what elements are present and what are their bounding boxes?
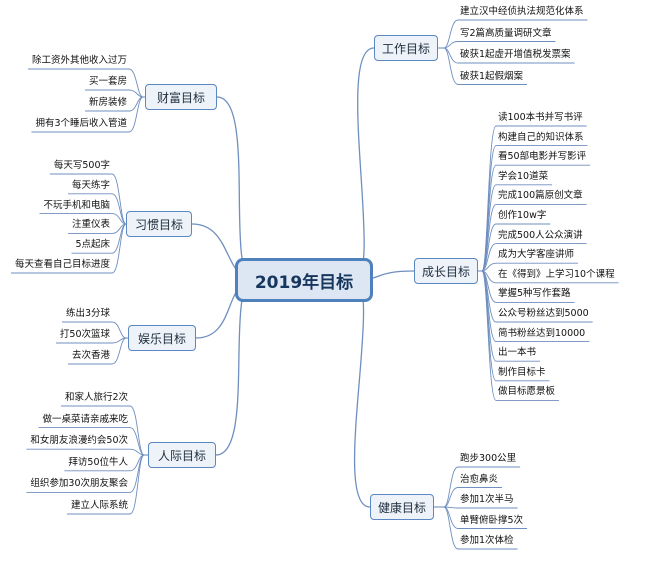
leaf-growth-5[interactable]: 创作10w字 <box>498 210 547 221</box>
leaf-growth-6[interactable]: 完成500人公众演讲 <box>498 229 583 241</box>
leaf-fun-2[interactable]: 去次香港 <box>71 350 110 361</box>
leaf-social-2[interactable]: 和女朋友浪漫约会50次 <box>30 435 128 447</box>
connector-leaf-health-4 <box>443 506 459 550</box>
leaf-growth-14[interactable]: 做目标愿景板 <box>498 386 556 398</box>
leaf-growth-8[interactable]: 在《得到》上学习10个课程 <box>498 268 615 280</box>
leaf-habit-2[interactable]: 不玩手机和电脑 <box>43 199 110 211</box>
connector-central-work <box>353 47 375 281</box>
connector-leaf-habit-1 <box>111 193 127 225</box>
branch-growth-goals[interactable]: 成长目标 <box>414 258 478 284</box>
leaf-social-0[interactable]: 和家人旅行2次 <box>64 392 128 403</box>
branch-habit-goals[interactable]: 习惯目标 <box>126 211 192 237</box>
connector-leaf-health-1 <box>443 487 459 508</box>
connector-leaf-work-0 <box>443 19 459 49</box>
connector-central-wealth <box>216 96 255 281</box>
connector-leaf-wealth-3 <box>128 96 144 133</box>
connector-leaf-wealth-1 <box>128 89 144 98</box>
leaf-work-1[interactable]: 写2篇高质量调研文章 <box>460 27 552 39</box>
leaf-health-3[interactable]: 单臂俯卧撑5次 <box>460 514 524 526</box>
leaf-wealth-2[interactable]: 新房装修 <box>88 97 127 108</box>
leaf-growth-4[interactable]: 完成100篇原创文章 <box>498 190 583 202</box>
leaf-wealth-3[interactable]: 拥有3个睡后收入管道 <box>35 118 127 129</box>
leaf-growth-13[interactable]: 制作目标卡 <box>498 366 546 378</box>
connector-leaf-social-1 <box>129 427 145 456</box>
leaf-social-5[interactable]: 建立人际系统 <box>70 500 128 511</box>
connector-leaf-work-3 <box>443 47 459 85</box>
connector-leaf-fun-0 <box>111 321 127 339</box>
connector-leaf-social-0 <box>129 405 145 456</box>
connector-leaf-growth-5 <box>481 223 497 272</box>
leaf-work-0[interactable]: 建立汉中经侦执法规范化体系 <box>460 6 584 17</box>
leaf-growth-0[interactable]: 读100本书并写书评 <box>498 112 583 123</box>
connector-leaf-social-5 <box>129 454 145 515</box>
branch-wealth-goals[interactable]: 财富目标 <box>145 84 217 110</box>
leaf-wealth-0[interactable]: 除工资外其他收入过万 <box>31 55 127 66</box>
connector-leaf-habit-2 <box>111 213 127 225</box>
leaf-habit-5[interactable]: 每天查看自己目标进度 <box>14 259 110 270</box>
leaf-growth-11[interactable]: 简书粉丝达到10000 <box>498 327 586 339</box>
leaf-growth-7[interactable]: 成为大学客座讲师 <box>498 249 575 261</box>
leaf-habit-3[interactable]: 注重仪表 <box>71 219 110 231</box>
leaf-health-2[interactable]: 参加1次半马 <box>460 494 514 505</box>
branch-work-goals[interactable]: 工作目标 <box>374 35 438 61</box>
connector-leaf-social-2 <box>129 448 145 456</box>
branch-fun-goals[interactable]: 娱乐目标 <box>128 325 196 351</box>
leaf-health-1[interactable]: 治愈鼻炎 <box>460 473 499 485</box>
connector-central-health <box>353 279 371 508</box>
connector-central-social <box>215 279 255 456</box>
connector-leaf-health-0 <box>443 466 459 508</box>
leaf-growth-3[interactable]: 学会10道菜 <box>498 170 549 182</box>
leaf-habit-4[interactable]: 5点起床 <box>75 239 110 251</box>
leaf-social-3[interactable]: 拜访50位牛人 <box>68 456 128 468</box>
leaf-work-2[interactable]: 破获1起虚开增值税发票案 <box>460 49 571 60</box>
leaf-social-1[interactable]: 做一桌菜请亲戚来吃 <box>42 413 128 425</box>
leaf-social-4[interactable]: 组织参加30次朋友聚会 <box>30 478 128 490</box>
leaf-growth-1[interactable]: 构建自己的知识体系 <box>498 131 584 143</box>
connector-leaf-growth-14 <box>481 270 497 401</box>
leaf-growth-12[interactable]: 出一本书 <box>498 347 537 359</box>
leaf-habit-1[interactable]: 每天练字 <box>71 179 110 191</box>
branch-social-goals[interactable]: 人际目标 <box>148 442 216 468</box>
leaf-health-0[interactable]: 跑步300公里 <box>460 453 517 464</box>
leaf-habit-0[interactable]: 每天写500字 <box>53 160 110 171</box>
leaf-work-3[interactable]: 破获1起假烟案 <box>460 70 524 82</box>
branch-health-goals[interactable]: 健康目标 <box>370 494 434 520</box>
connector-leaf-work-1 <box>443 41 459 49</box>
connector-leaf-habit-4 <box>111 223 127 254</box>
leaf-health-4[interactable]: 参加1次体检 <box>460 535 514 546</box>
leaf-fun-0[interactable]: 练出3分球 <box>65 308 110 319</box>
leaf-fun-1[interactable]: 打50次篮球 <box>59 329 110 340</box>
leaf-growth-2[interactable]: 看50部电影并写影评 <box>498 151 587 163</box>
connector-leaf-growth-7 <box>481 262 497 272</box>
central-topic[interactable]: 2019年目标 <box>235 258 373 302</box>
leaf-wealth-1[interactable]: 买一套房 <box>88 76 127 87</box>
connector-leaf-wealth-0 <box>128 68 144 98</box>
leaf-growth-10[interactable]: 公众号粉丝达到5000 <box>498 308 589 319</box>
connector-leaf-growth-6 <box>481 243 497 272</box>
connector-leaf-fun-2 <box>111 337 127 365</box>
connector-leaf-habit-5 <box>111 223 127 274</box>
leaf-growth-9[interactable]: 掌握5种写作套路 <box>498 288 571 300</box>
connector-leaf-habit-0 <box>111 173 127 225</box>
